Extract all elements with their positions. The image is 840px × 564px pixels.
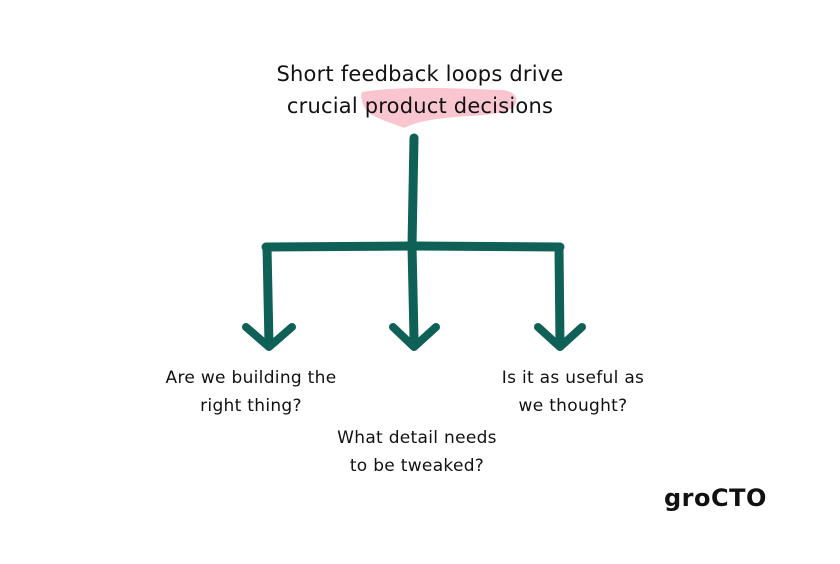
branch-middle-line-2: to be tweaked? bbox=[349, 456, 485, 476]
branch-label-right: Is it as useful as we thought? bbox=[478, 364, 668, 420]
branch-middle-line-1: What detail needs bbox=[337, 428, 497, 448]
branch-label-middle: What detail needs to be tweaked? bbox=[312, 424, 522, 480]
branch-right-line-2: we thought? bbox=[518, 396, 628, 416]
branch-left-line-1: Are we building the bbox=[165, 368, 337, 388]
middle-arrowhead bbox=[389, 323, 440, 351]
branch-left-line-2: right thing? bbox=[200, 396, 302, 416]
right-drop-line bbox=[554, 242, 565, 349]
left-arrowhead bbox=[242, 323, 296, 351]
brand-logo: groCTO bbox=[664, 484, 767, 512]
diagram-title: Short feedback loops drive crucial produ… bbox=[250, 58, 590, 122]
branch-bar bbox=[261, 241, 565, 252]
left-drop-line bbox=[262, 242, 274, 349]
branch-label-left: Are we building the right thing? bbox=[146, 364, 356, 420]
title-highlight bbox=[361, 88, 517, 128]
branch-right-line-1: Is it as useful as bbox=[501, 368, 645, 388]
arrow-structure bbox=[242, 133, 586, 351]
title-line-1: Short feedback loops drive bbox=[276, 62, 564, 86]
title-line-2: crucial product decisions bbox=[286, 94, 554, 118]
trunk-line bbox=[407, 133, 419, 343]
right-arrowhead bbox=[534, 323, 586, 351]
